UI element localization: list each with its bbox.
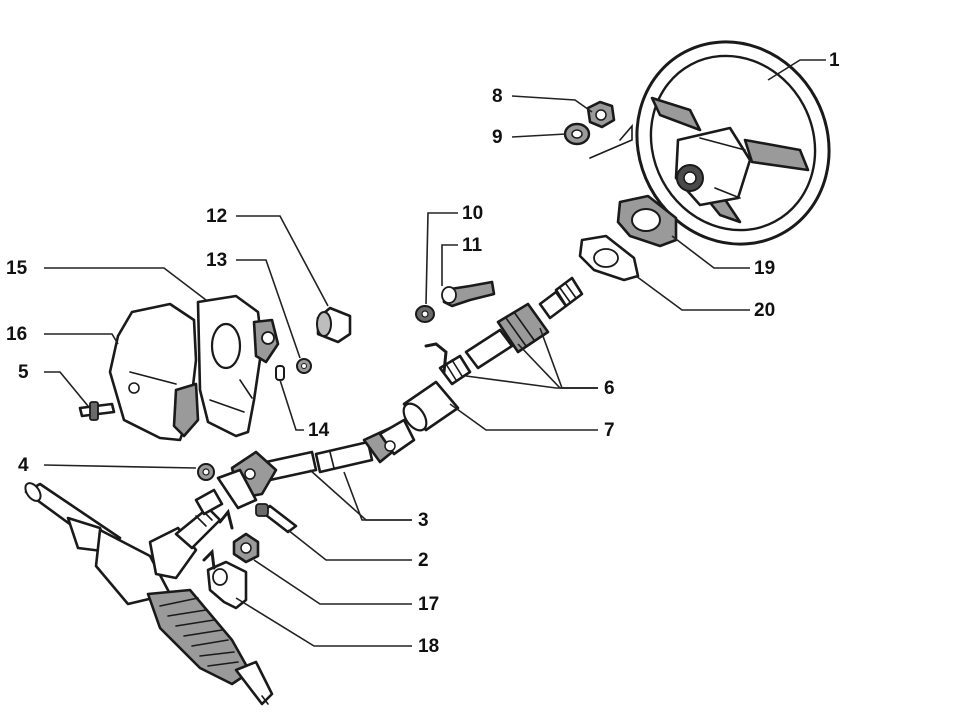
label-1: 1 [829,50,840,71]
label-9: 9 [492,127,503,148]
washer [563,122,591,146]
clamp-bolt [255,503,298,534]
label-4: 4 [18,455,29,476]
steering-wheel [635,40,831,246]
wheel-alignment-mark [589,123,633,159]
bushing [316,306,352,344]
retaining-screw [415,305,435,323]
joint-marker [218,508,234,530]
lower-column-cover [108,302,200,442]
label-15: 15 [6,258,28,279]
small-washer [275,365,285,381]
label-8: 8 [492,86,503,107]
label-5: 5 [18,362,29,383]
label-14: 14 [308,420,330,441]
bushing-retainer-mark [424,342,448,374]
clamp-nut [232,532,260,564]
label-11: 11 [462,235,483,256]
label-6: 6 [604,378,615,399]
plate-marker [202,548,216,570]
retaining-clip [441,280,496,308]
label-20: 20 [754,300,775,321]
label-19: 19 [754,258,775,279]
label-10: 10 [462,203,483,224]
horn-contact-housing [616,194,678,248]
spacer-plate [578,234,640,282]
nut [586,100,616,129]
shaft-bushing [402,380,460,432]
callout-labels: 1 8 9 10 11 12 13 15 16 5 14 4 19 20 6 7… [6,50,840,657]
label-2: 2 [418,550,429,571]
cover-screw [78,401,116,421]
label-17: 17 [418,594,439,615]
intermediate-shaft [216,418,416,510]
label-12: 12 [206,206,227,227]
label-16: 16 [6,324,27,345]
yoke-nut [197,463,215,481]
small-nut [296,358,312,374]
lock-plate [206,560,248,610]
leader-lines [43,59,826,647]
label-7: 7 [604,420,615,441]
steering-rack [24,482,274,706]
label-3: 3 [418,510,429,531]
label-13: 13 [206,250,227,271]
upper-column-cover [196,294,280,438]
upper-steering-shaft [438,276,584,386]
label-18: 18 [418,636,439,657]
